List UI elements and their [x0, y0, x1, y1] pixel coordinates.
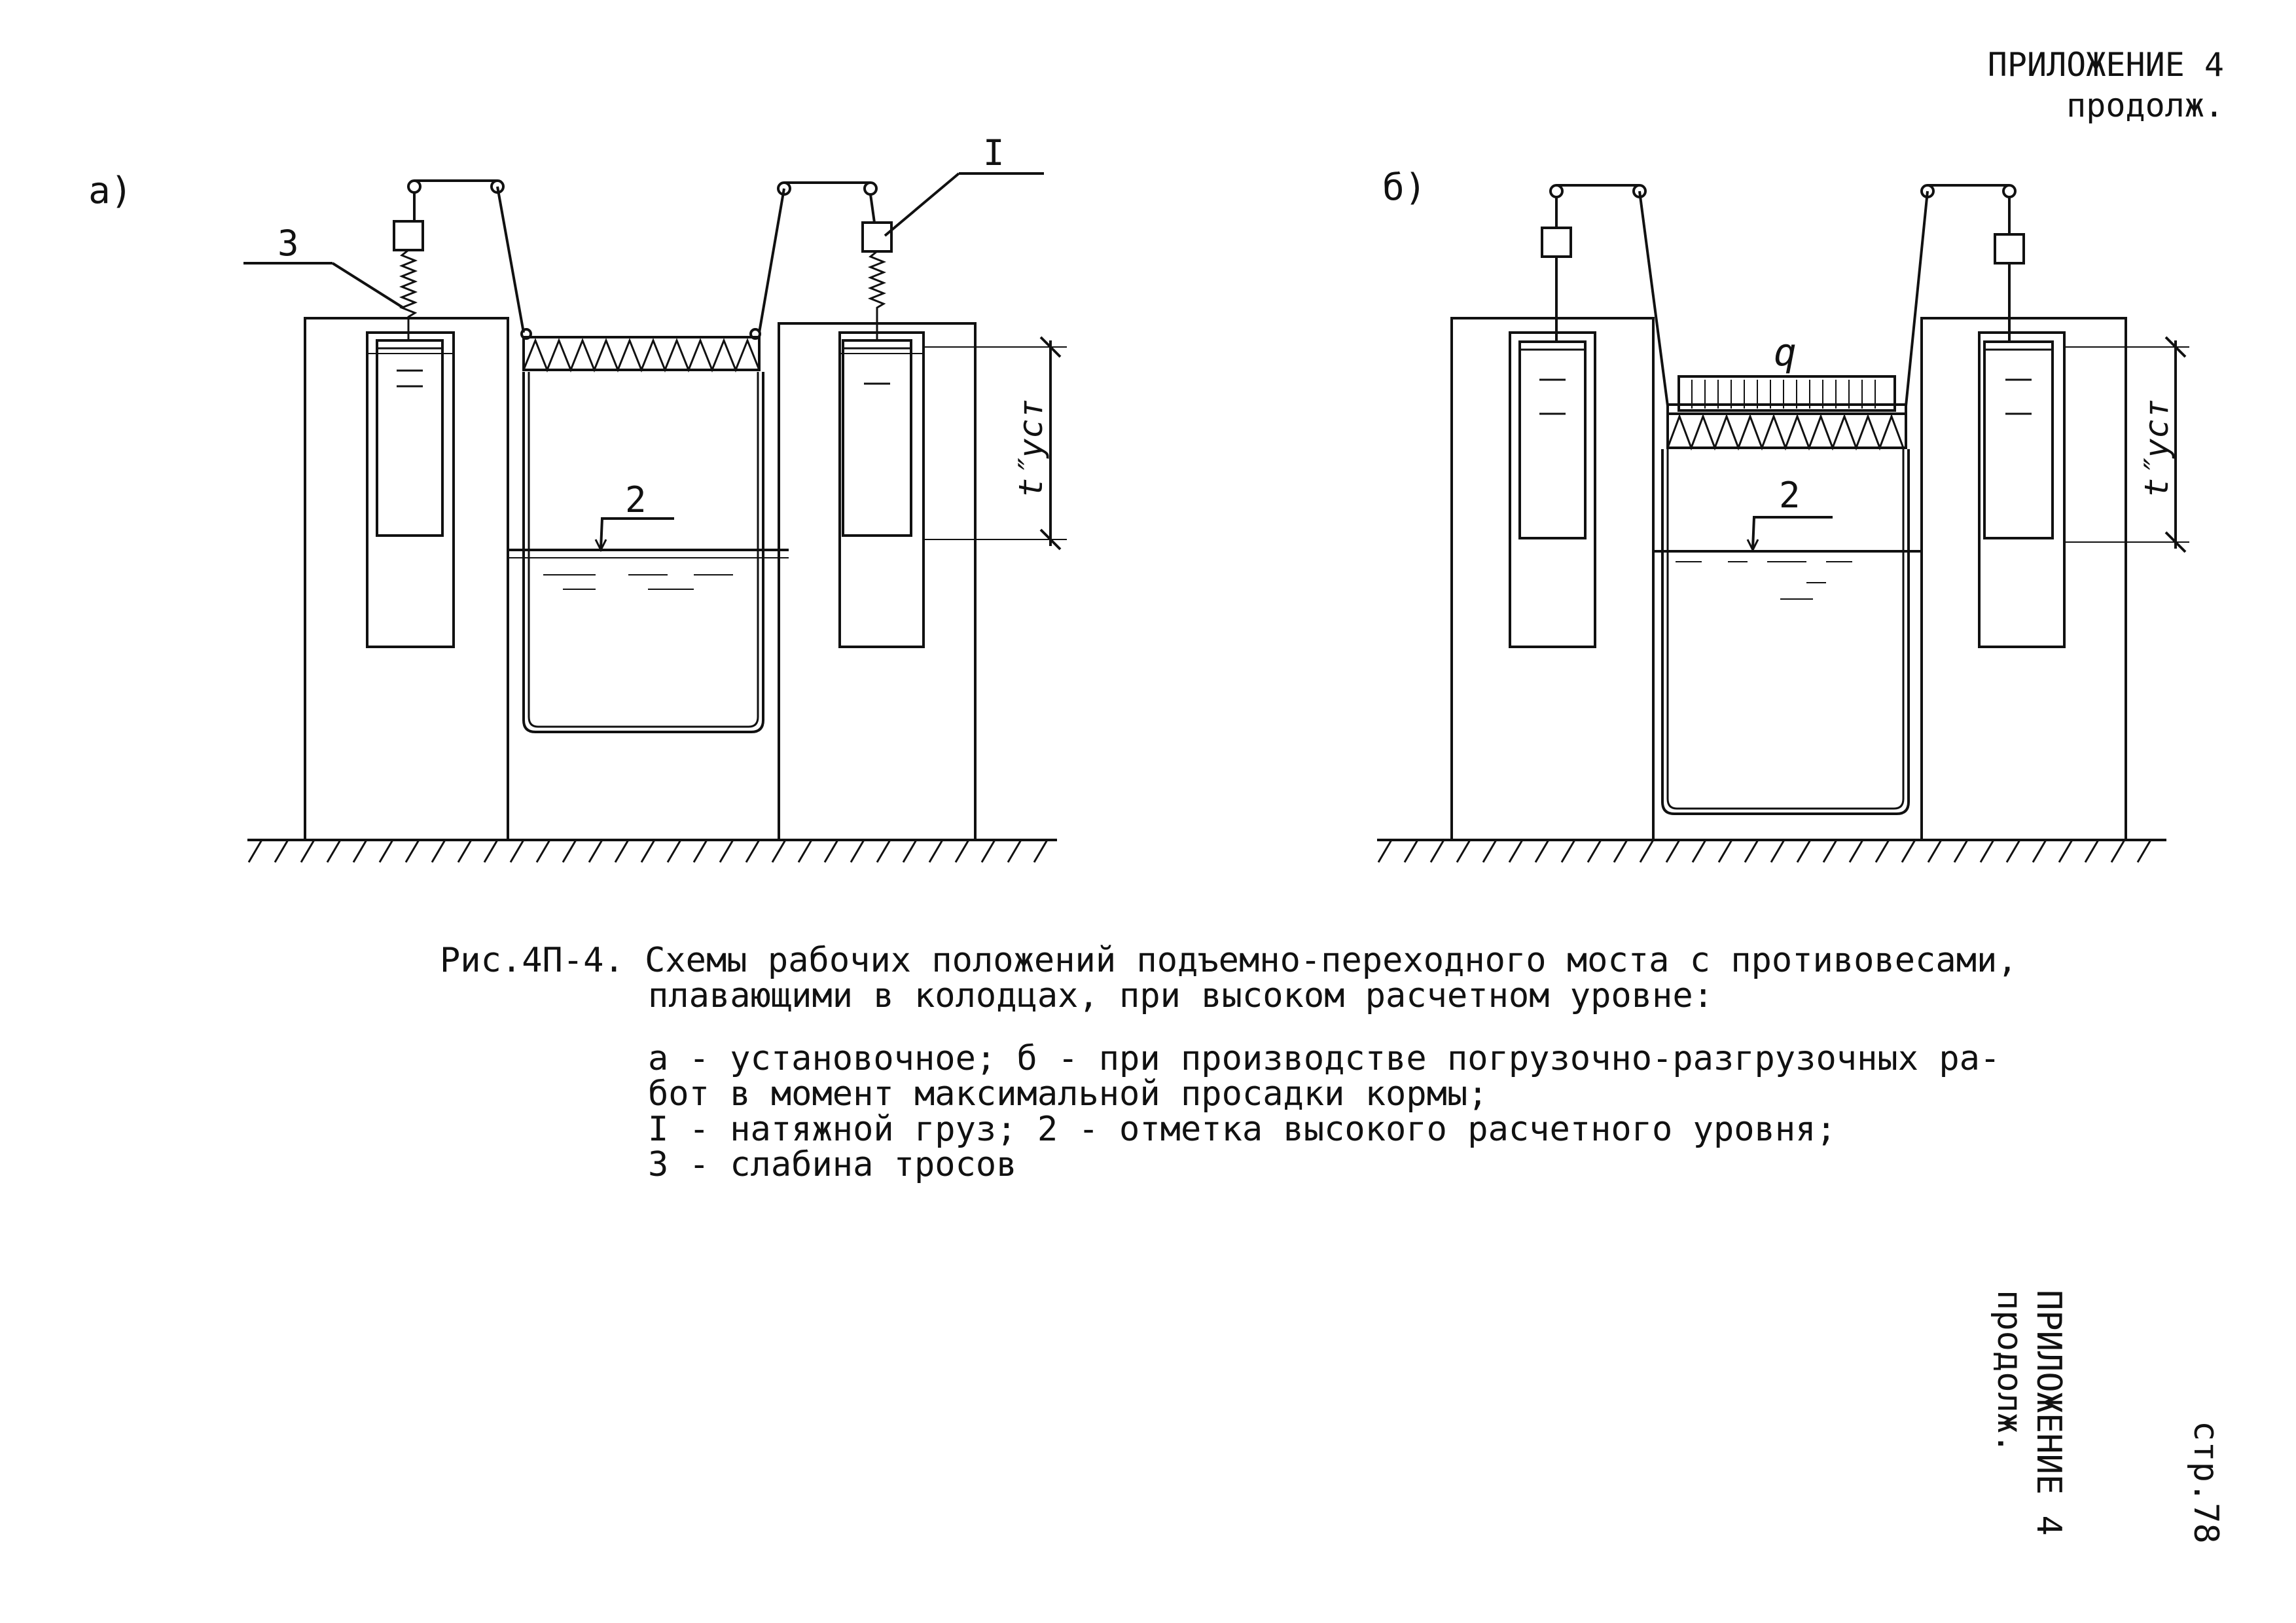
leader-1-a: [884, 172, 960, 237]
panel-b: б): [1377, 166, 2189, 863]
counterweight-left-a: [376, 339, 444, 537]
pulley-a4: [863, 181, 878, 196]
caption-legend-line-2: бот в момент максимальной просадки кормы…: [648, 1074, 1488, 1114]
label-q-b: q: [1774, 330, 1797, 374]
cable-slack-right-a: [867, 250, 887, 340]
cargo-load-b: [1677, 375, 1896, 412]
tension-weight-right-a: [861, 221, 893, 253]
panel-a: а): [88, 132, 1067, 863]
appendix-title: ПРИЛОЖЕНИЕ 4: [1987, 46, 2224, 84]
side-appendix-subtitle: продолж.: [1990, 1290, 2029, 1454]
bridge-truss-b: [1666, 412, 1907, 449]
well-left-a: [366, 331, 455, 648]
rotated-side-header: ПРИЛОЖЕНИЕ 4 продолж. стр.78: [1990, 1290, 2225, 1544]
cable-slack-left-a: [399, 249, 418, 340]
pier-left-a: [304, 317, 509, 841]
panel-a-label: а): [88, 170, 132, 212]
leader-2-a: [600, 517, 674, 549]
appendix-subtitle: продолж.: [2066, 86, 2224, 124]
label-2-a: 2: [625, 479, 647, 520]
tension-weight-right-b: [1994, 233, 2025, 264]
ground-hatch-b: [1377, 839, 2152, 863]
leader-2-b: [1751, 516, 1833, 549]
appendix-header: ПРИЛОЖЕНИЕ 4 продолж.: [1988, 45, 2224, 126]
tension-weight-left-a: [393, 220, 424, 251]
tension-weight-left-b: [1541, 227, 1572, 258]
well-right-b: [1978, 331, 2066, 648]
caption-title-line-2: плавающими в колодцах, при высоком расче…: [648, 976, 1713, 1015]
label-3-a: 3: [278, 223, 299, 264]
caption-title-line-1: Рис.4П-4. Схемы рабочих положений подъем…: [440, 941, 2018, 980]
figure-caption: Рис.4П-4. Схемы рабочих положений подъем…: [440, 943, 2024, 1182]
ship-hull-a: [522, 372, 764, 733]
pier-right-b: [1920, 317, 2127, 841]
counterweight-right-a: [842, 339, 912, 537]
side-appendix-title: ПРИЛОЖЕНИЕ 4: [2029, 1290, 2068, 1536]
pulley-b4: [2002, 184, 2017, 198]
panel-b-label: б): [1382, 166, 1426, 209]
counterweight-left-b: [1518, 340, 1587, 539]
pulley-a1: [407, 179, 422, 194]
well-right-a: [838, 331, 925, 648]
caption-legend-line-4: 3 - слабина тросов: [648, 1145, 1017, 1184]
label-t-a: t″уст: [1012, 399, 1050, 498]
ship-hull-b: [1661, 449, 1910, 815]
caption-legend-line-3: I - натяжной груз; 2 - отметка высокого …: [648, 1110, 1837, 1149]
label-2-b: 2: [1779, 475, 1801, 516]
well-left-b: [1509, 331, 1596, 648]
pulley-b1: [1549, 184, 1564, 198]
label-t-b: t″уст: [2138, 399, 2176, 498]
bridge-diagrams: а): [88, 132, 2189, 863]
label-1-a: I: [983, 132, 1005, 173]
counterweight-right-b: [1983, 340, 2054, 539]
page-number: стр.78: [2186, 1421, 2225, 1544]
caption-legend-line-1: а - установочное; б - при производстве п…: [648, 1039, 2001, 1078]
pier-left-b: [1450, 317, 1655, 841]
pier-right-a: [778, 322, 977, 841]
ground-hatch-a: [247, 839, 1049, 863]
